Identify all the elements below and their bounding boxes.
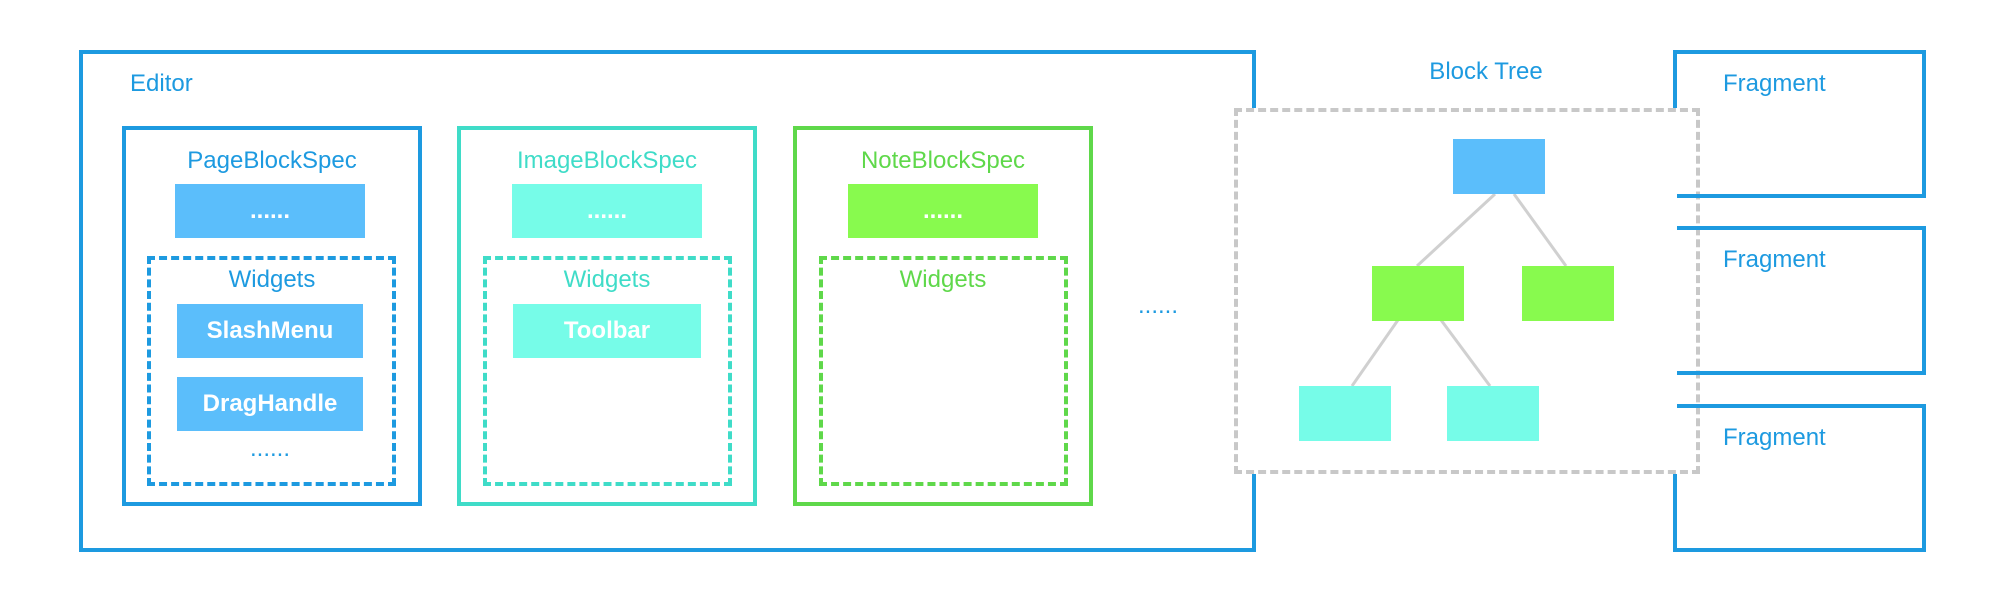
note-block-spec-title: NoteBlockSpec bbox=[860, 147, 1026, 174]
tree-node-note-left bbox=[1372, 266, 1464, 321]
image-widgets-title: Widgets bbox=[563, 266, 651, 293]
block-tree-title: Block Tree bbox=[1429, 58, 1543, 85]
page-block-spec bbox=[122, 126, 422, 506]
note-block: ...... bbox=[848, 184, 1038, 238]
fragment-box bbox=[1677, 404, 1926, 552]
fragment-left-edge bbox=[1673, 50, 1677, 108]
tree-node-image-right bbox=[1447, 386, 1539, 441]
editor-title: Editor bbox=[130, 70, 193, 97]
fragment-left-edge bbox=[1673, 474, 1677, 552]
image-block-spec-title: ImageBlockSpec bbox=[516, 147, 698, 174]
page-block-dots: ...... bbox=[249, 197, 290, 224]
tree-edge bbox=[1350, 319, 1400, 387]
tree-edge bbox=[1439, 319, 1492, 387]
fragment-label: Fragment bbox=[1723, 424, 1826, 451]
fragment-label: Fragment bbox=[1723, 70, 1826, 97]
note-widgets-title: Widgets bbox=[899, 266, 987, 293]
page-widgets-more: ...... bbox=[249, 435, 291, 462]
slash-menu-label: SlashMenu bbox=[206, 317, 334, 344]
toolbar-label: Toolbar bbox=[563, 317, 651, 344]
note-widgets-group bbox=[819, 256, 1068, 486]
drag-handle-widget: DragHandle bbox=[177, 377, 363, 431]
tree-edge bbox=[1415, 192, 1497, 268]
page-block-spec-title: PageBlockSpec bbox=[187, 147, 357, 174]
page-block: ...... bbox=[175, 184, 365, 238]
drag-handle-label: DragHandle bbox=[202, 390, 338, 417]
image-block: ...... bbox=[512, 184, 702, 238]
tree-node-root bbox=[1453, 139, 1545, 194]
between-dots: ...... bbox=[1138, 292, 1179, 319]
tree-node-image-left bbox=[1299, 386, 1391, 441]
toolbar-widget: Toolbar bbox=[513, 304, 701, 358]
fragment-box bbox=[1677, 226, 1926, 375]
image-block-spec bbox=[457, 126, 757, 506]
image-widgets-group bbox=[483, 256, 732, 486]
note-block-spec bbox=[793, 126, 1093, 506]
note-block-dots: ...... bbox=[922, 197, 963, 224]
tree-node-note-right bbox=[1522, 266, 1614, 321]
page-widgets-title: Widgets bbox=[228, 266, 316, 293]
page-widgets-group bbox=[147, 256, 396, 486]
fragment-box bbox=[1677, 50, 1926, 198]
fragment-label: Fragment bbox=[1723, 246, 1826, 273]
tree-edge bbox=[1512, 193, 1568, 267]
slash-menu-widget: SlashMenu bbox=[177, 304, 363, 358]
image-block-dots: ...... bbox=[586, 197, 627, 224]
